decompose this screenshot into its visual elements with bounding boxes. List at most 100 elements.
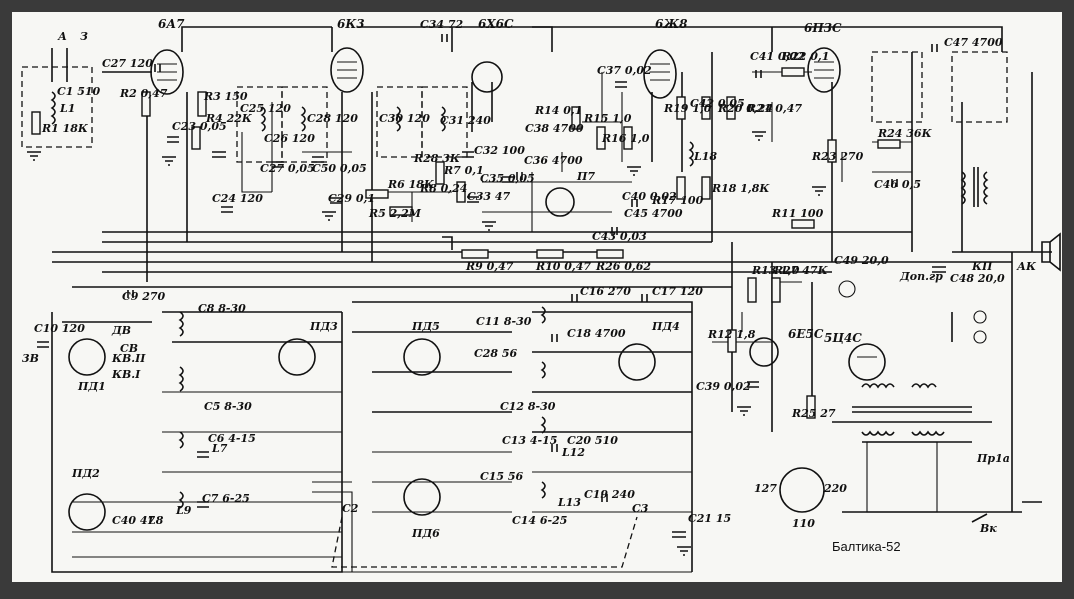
component-label: C39 0,02 (696, 380, 751, 393)
component-label: R6 18К (387, 178, 435, 191)
component-label: СВ (120, 342, 138, 355)
component-label: C21 15 (688, 512, 731, 525)
switch-labels: ПД1 ПД2 ПД3 ПД4 ПД5 ПД6 П7 Пр1а Вк (71, 170, 1010, 540)
schematic-diagram: 6А7 6К3 6Х6С 6Ж8 6П3С 6Е5С 5Ц4С ПД1 ПД2 … (21, 17, 1061, 573)
component-label: КВ.I (111, 368, 141, 381)
component-label: C48 20,0 (950, 272, 1005, 285)
component-label: L1 (59, 102, 75, 115)
component-label: Доп.гр (899, 270, 943, 283)
component-label: R25 27 (791, 407, 836, 420)
schematic-caption: Балтика-52 (832, 539, 901, 554)
component-label: C49 20,0 (834, 254, 889, 267)
component-label: АК (1016, 260, 1037, 273)
component-label: 220 (823, 482, 847, 495)
grounds (27, 131, 826, 556)
component-label: C15 56 (480, 470, 524, 483)
component-label: C37 0,02 (597, 64, 652, 77)
tube-label: 6Ж8 (655, 17, 688, 31)
component-label: C1 510 (57, 85, 101, 98)
component-label: C20 510 (567, 434, 618, 447)
component-label: А (57, 30, 67, 43)
component-label: C30 120 (379, 112, 430, 125)
component-label: C43 0,03 (592, 230, 647, 243)
tube-label: 6Е5С (788, 327, 824, 341)
component-label: R17 100 (651, 194, 704, 207)
component-label: C3 (632, 502, 649, 515)
tube-label: 5Ц4С (824, 331, 862, 345)
component-label: C45 4700 (624, 207, 683, 220)
component-label: C40 0,02 (622, 190, 677, 203)
component-label: ДВ (111, 324, 131, 337)
component-label: 3В (22, 352, 39, 365)
component-label: R2 0,47 (119, 87, 168, 100)
component-label: C32 100 (474, 144, 525, 157)
component-label: C24 120 (212, 192, 263, 205)
component-label: C38 4700 (525, 122, 584, 135)
component-label: C36 4700 (524, 154, 583, 167)
component-label: R5 2,2М (368, 207, 422, 220)
wiring (51, 26, 1052, 573)
component-label: R1 18К (41, 122, 89, 135)
switch-label: ПД3 (309, 320, 338, 333)
component-label: R20 0,24 (717, 102, 773, 115)
component-label: C35 0,05 (480, 172, 535, 185)
switch-label: ПД2 (71, 467, 100, 480)
component-label: C31 240 (440, 114, 491, 127)
component-label: C42 0,05 (690, 97, 745, 110)
component-label: C11 8-30 (476, 315, 532, 328)
component-label: C26 120 (264, 132, 315, 145)
component-label: R15 1,0 (583, 112, 632, 125)
switch-label: Пр1а (976, 452, 1010, 465)
component-label: L12 (561, 446, 585, 459)
component-label: R26 0,62 (595, 260, 651, 273)
component-label: L9 (175, 504, 192, 517)
component-label: C23 0,05 (172, 120, 227, 133)
component-labels: C27 120 C9 270 C10 120 C1 510 L1 R1 18К … (22, 18, 1037, 530)
component-label: R22 0,1 (781, 50, 829, 63)
component-label: C46 0,5 (874, 178, 921, 191)
component-label: C8 8-30 (198, 302, 246, 315)
component-label: КП (971, 260, 993, 273)
component-label: C13 4-15 (502, 434, 557, 447)
component-label: КВ.II (111, 352, 146, 365)
component-label: C17 120 (652, 285, 703, 298)
component-label: C7 6-25 (202, 492, 250, 505)
tubes (150, 47, 987, 381)
component-label: R19 1,0 (663, 102, 712, 115)
component-label: R11 100 (771, 207, 824, 220)
component-label: C47 4700 (944, 36, 1003, 49)
component-label: C34 72 (420, 18, 464, 31)
component-label: L8 (147, 514, 164, 527)
component-label: C41 0,02 (750, 50, 805, 63)
component-label: R8 0,24 (419, 182, 467, 195)
component-label: R18 1,8К (711, 182, 770, 195)
component-label: C5 8-30 (204, 400, 252, 413)
component-label: C29 0,1 (328, 192, 375, 205)
component-label: L7 (211, 442, 228, 455)
tube-label: 6Х6С (478, 17, 514, 31)
component-label: C27 120 (102, 57, 153, 70)
resistors (31, 67, 901, 419)
component-label: R12 1,8 (707, 328, 756, 341)
component-label: R7 0,1 (443, 164, 484, 177)
component-label: R27 47К (773, 264, 829, 277)
component-label: R24 36К (877, 127, 933, 140)
component-label: 110 (792, 517, 815, 530)
component-label: R3 150 (203, 90, 248, 103)
component-label: C25 120 (240, 102, 291, 115)
component-label: C6 4-15 (208, 432, 256, 445)
component-label: R16 1,0 (601, 132, 650, 145)
component-label: R21 0,47 (746, 102, 802, 115)
component-label: R28 3К (413, 152, 461, 165)
tube-label: 6К3 (337, 17, 365, 31)
switch-label: ПД6 (411, 527, 440, 540)
component-label: 127 (754, 482, 777, 495)
component-label: L18 (693, 150, 717, 163)
component-label: C12 8-30 (500, 400, 556, 413)
component-label: З (80, 30, 88, 43)
tube-label: 6А7 (158, 17, 185, 31)
component-label: R13 1,0 (751, 264, 800, 277)
schematic-sheet: 6А7 6К3 6Х6С 6Ж8 6П3С 6Е5С 5Ц4С ПД1 ПД2 … (12, 12, 1062, 582)
component-label: C9 270 (122, 290, 166, 303)
component-label: C27 0,05 (260, 162, 315, 175)
